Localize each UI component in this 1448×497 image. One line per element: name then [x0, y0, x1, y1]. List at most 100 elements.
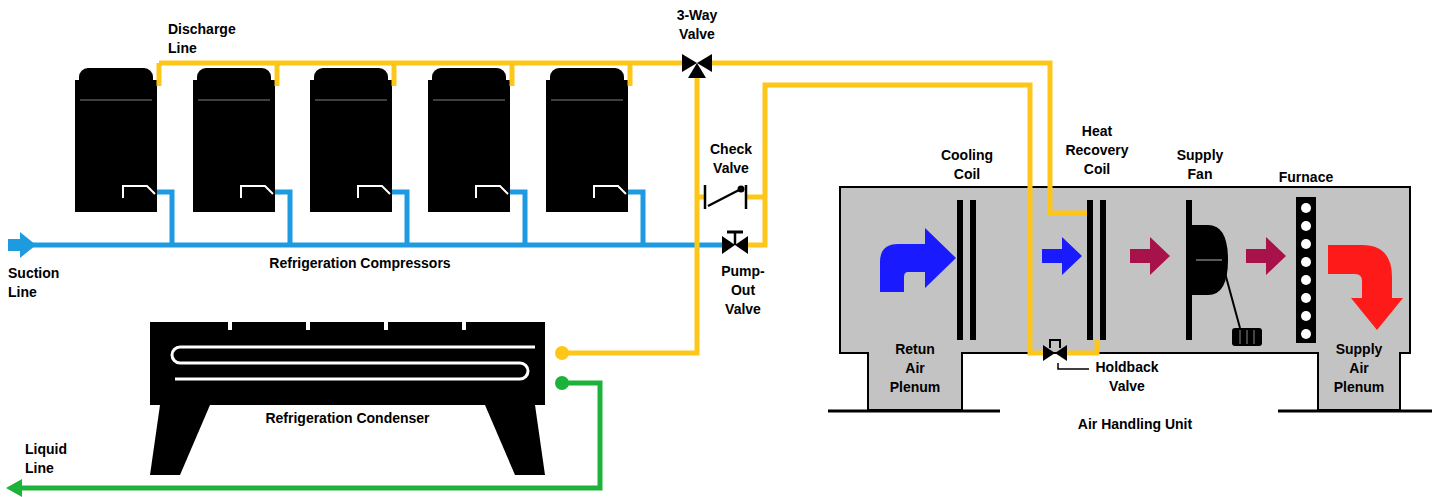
valve-flange	[704, 185, 707, 209]
node-label: Air Handling Unit	[1078, 415, 1192, 434]
furnace	[1296, 197, 1316, 343]
supply-fan	[1186, 200, 1262, 346]
suction-fitting	[476, 186, 508, 198]
leader-line	[1058, 363, 1089, 369]
condenser	[150, 322, 545, 475]
fan-housing	[1192, 225, 1228, 295]
motor-rib	[1254, 330, 1255, 344]
check-valve	[705, 185, 746, 209]
compressor-seam	[198, 99, 270, 101]
compressor	[193, 68, 275, 212]
condenser-coil	[172, 347, 535, 379]
suction-header	[30, 243, 722, 248]
node-label: Refrigeration Condenser	[265, 409, 429, 428]
discharge-branch	[628, 63, 633, 86]
flow-arrow	[6, 479, 22, 497]
compressor-body	[193, 80, 275, 212]
heat-recovery-coil	[1100, 200, 1106, 340]
three-way-valve	[682, 54, 712, 78]
condenser-unit: Refrigeration Condenser	[150, 322, 545, 475]
discharge-branch	[392, 63, 397, 86]
discharge-branch	[275, 63, 280, 86]
suction-piping	[30, 192, 722, 245]
floor-line	[828, 410, 1000, 413]
burner	[1301, 311, 1311, 321]
burner	[1301, 293, 1311, 303]
compressor-seam	[315, 99, 387, 101]
component-label: Refrigeration Compressors	[269, 254, 450, 273]
burner	[1301, 221, 1311, 231]
airflow-arrow	[1130, 237, 1170, 275]
burner	[1301, 275, 1311, 285]
furnace-body	[1296, 197, 1316, 343]
airflow-arrow	[1042, 237, 1082, 275]
compressor	[75, 68, 157, 212]
valve-handle	[727, 231, 743, 234]
suction-branch	[275, 192, 290, 245]
return-line	[748, 85, 1043, 353]
pump-out-valve	[722, 232, 748, 254]
air-plenum: Retun Air Plenum	[868, 337, 962, 410]
valve-hinge	[738, 186, 745, 193]
valve-body	[722, 236, 735, 254]
valve-label: Pump-Out Valve	[715, 262, 771, 319]
discharge-branch	[510, 63, 515, 86]
valve-stem	[734, 232, 737, 245]
liquid-line	[20, 383, 600, 488]
suction-fitting	[241, 186, 273, 198]
discharge-branch	[157, 63, 162, 86]
component-label: Heat Recovery Coil	[1062, 122, 1132, 179]
valve-label: Holdback Valve	[1090, 358, 1165, 396]
airflow-arrow	[1328, 245, 1403, 330]
burner	[1301, 257, 1311, 267]
burner	[1301, 239, 1311, 249]
valve-body	[735, 236, 748, 254]
pipe-label: Discharge Line	[168, 20, 248, 58]
valve-flange	[745, 185, 748, 209]
fan-panel	[1186, 200, 1192, 340]
check-branch	[746, 195, 765, 200]
suction-branch	[392, 192, 407, 245]
valve-bonnet	[1050, 340, 1060, 348]
valve-disc	[708, 190, 739, 206]
fan-belt	[1222, 262, 1240, 328]
motor-rib	[1247, 330, 1248, 344]
ahu-housing	[840, 187, 1410, 410]
pipe-connection	[555, 346, 569, 360]
flow-arrow	[8, 232, 36, 258]
burner	[1301, 203, 1311, 213]
return-line	[1067, 340, 1097, 353]
fan-motor	[1232, 328, 1262, 346]
compressor-body	[75, 80, 157, 212]
compressor-body	[546, 80, 628, 212]
suction-branch	[628, 192, 643, 245]
compressor	[546, 68, 628, 212]
suction-fitting	[123, 186, 155, 198]
compressor-body	[310, 80, 392, 212]
air-plenum: Supply Air Plenum	[1318, 337, 1400, 410]
burner	[1301, 329, 1311, 339]
compressor-seam	[551, 99, 623, 101]
cooling-coil	[957, 200, 963, 340]
discharge-piping	[159, 63, 1097, 353]
suction-fitting	[594, 186, 626, 198]
compressor-seam	[433, 99, 505, 101]
motor-rib	[1240, 330, 1241, 344]
valve-body	[688, 63, 706, 78]
airflow-arrow	[880, 228, 956, 292]
suction-branch	[510, 192, 525, 245]
cooling-coil	[970, 200, 976, 340]
suction-fitting	[358, 186, 390, 198]
compressor	[428, 68, 510, 212]
holdback-valve	[1043, 340, 1067, 361]
condenser-leg	[150, 405, 210, 475]
node-label: Retun Air Plenum	[886, 340, 944, 397]
compressor-seam	[80, 99, 152, 101]
pipe-label: Suction Line	[8, 264, 68, 302]
valve-label: Check Valve	[703, 140, 759, 178]
condenser-leg	[485, 405, 545, 475]
component-label: Cooling Coil	[937, 146, 997, 184]
